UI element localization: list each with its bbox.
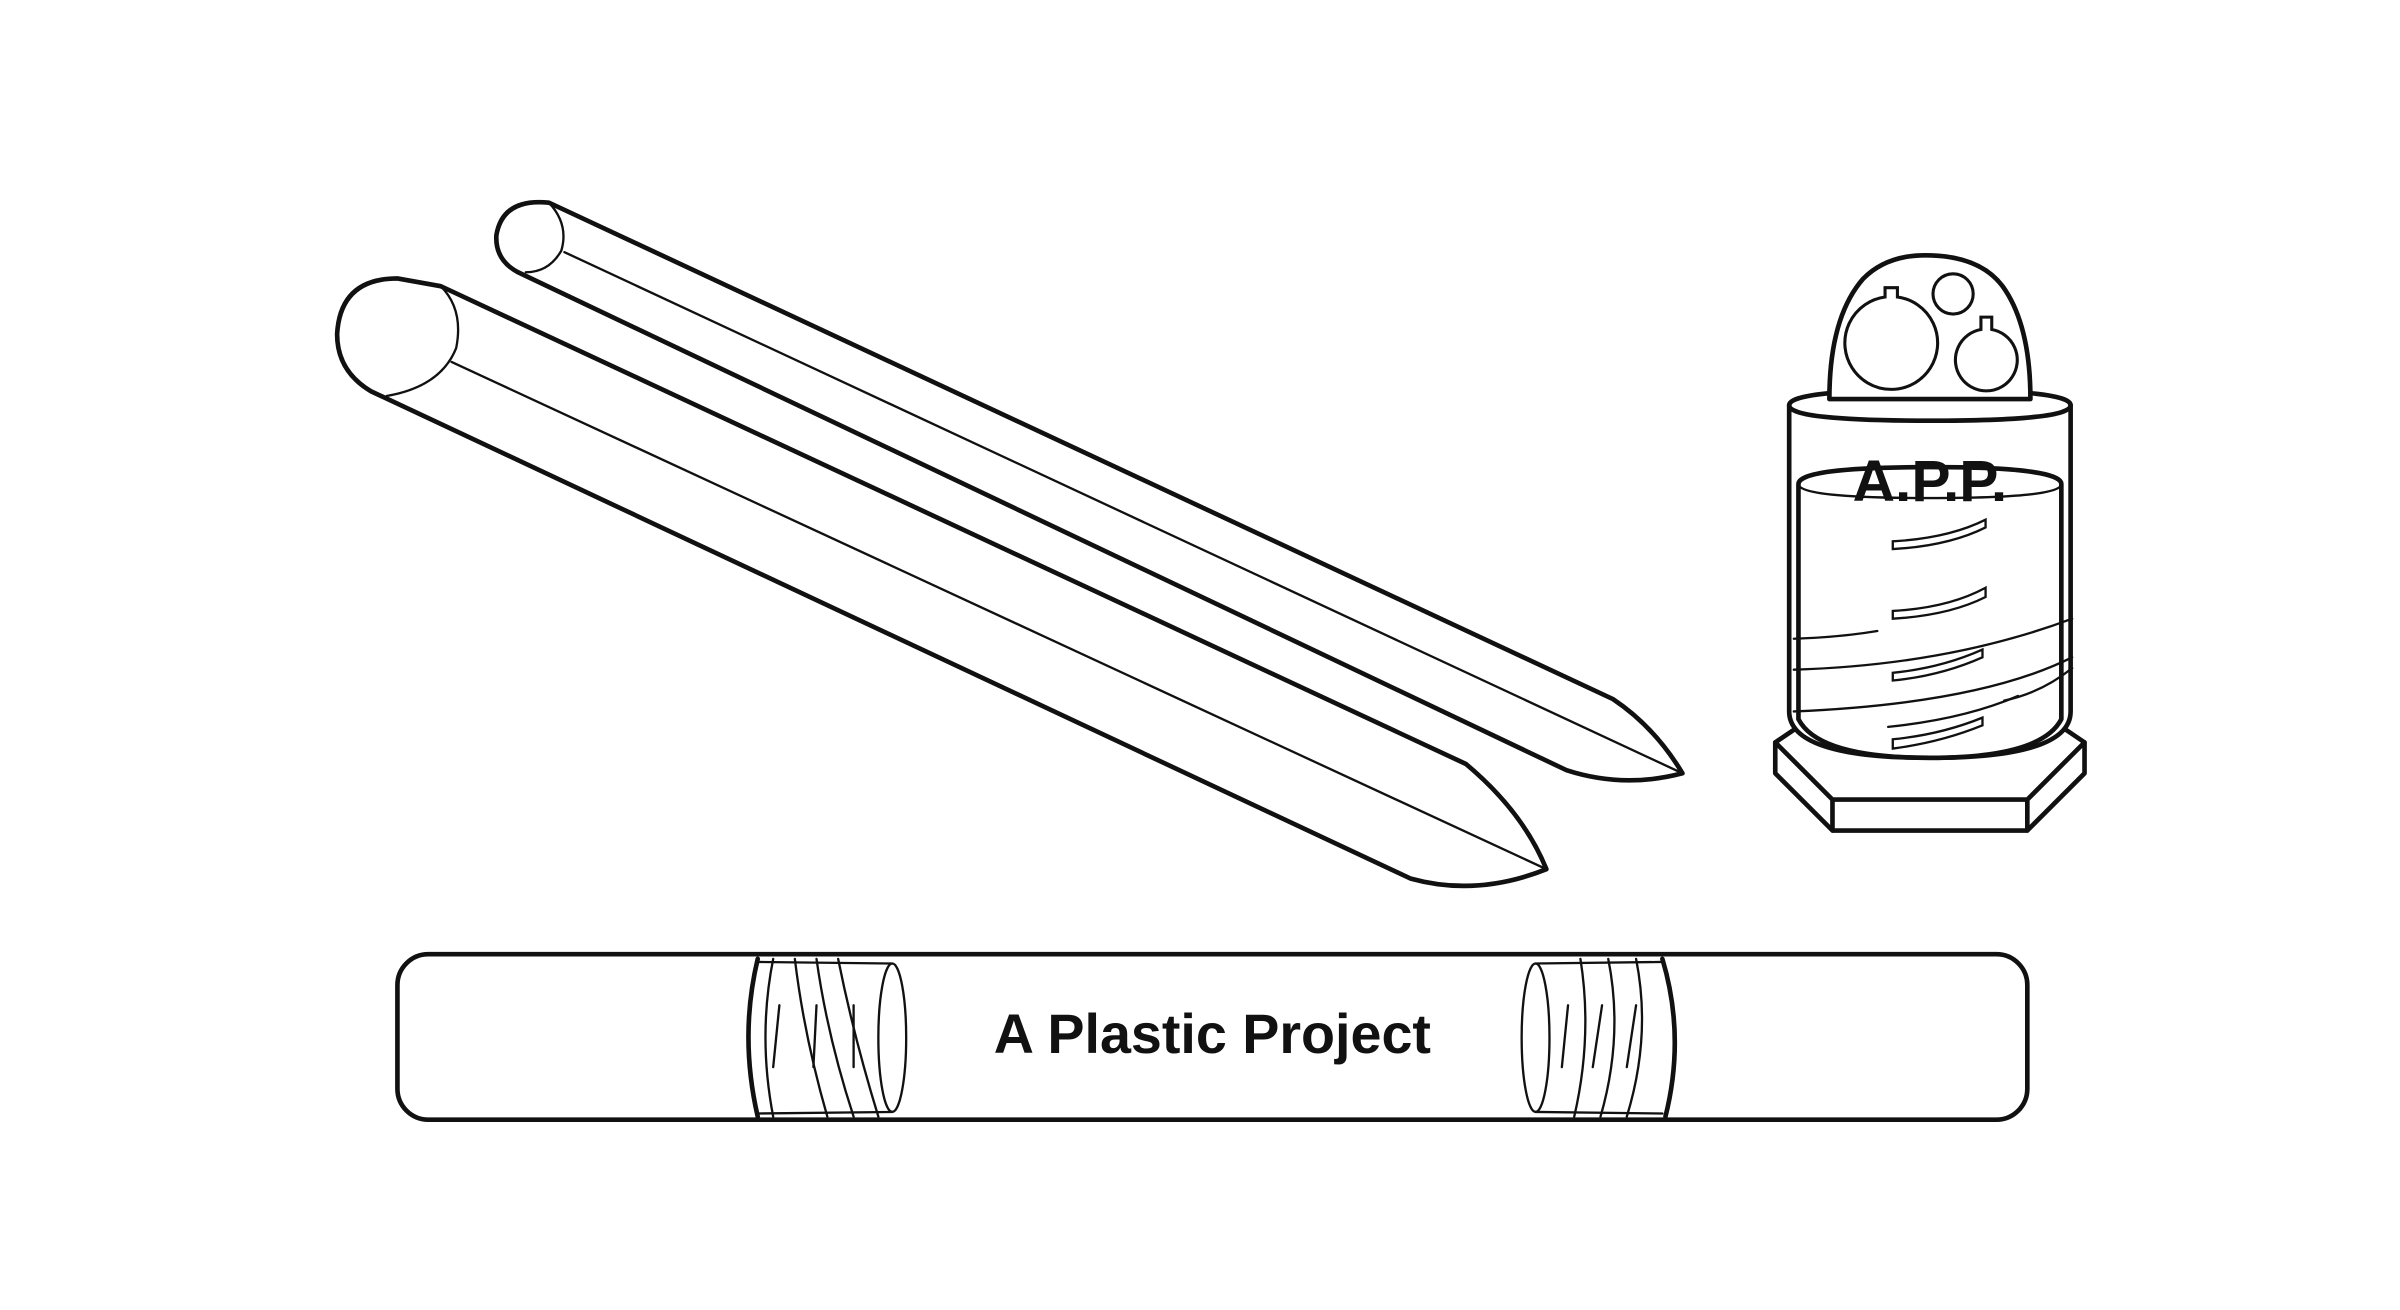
jar-label: A.P.P. — [1853, 449, 2008, 514]
large-pink-rod — [334, 276, 1549, 889]
bar-label: A Plastic Project — [994, 1003, 1431, 1065]
left-coil — [746, 956, 908, 1119]
plastic-project-bar: A Plastic Project — [395, 951, 2030, 1123]
cap-circles — [1843, 272, 2019, 393]
jar-threads — [1792, 517, 2074, 750]
right-coil — [1520, 956, 1678, 1119]
small-pink-rod — [494, 199, 1685, 783]
app-jar: A.P.P. — [1772, 252, 2087, 833]
